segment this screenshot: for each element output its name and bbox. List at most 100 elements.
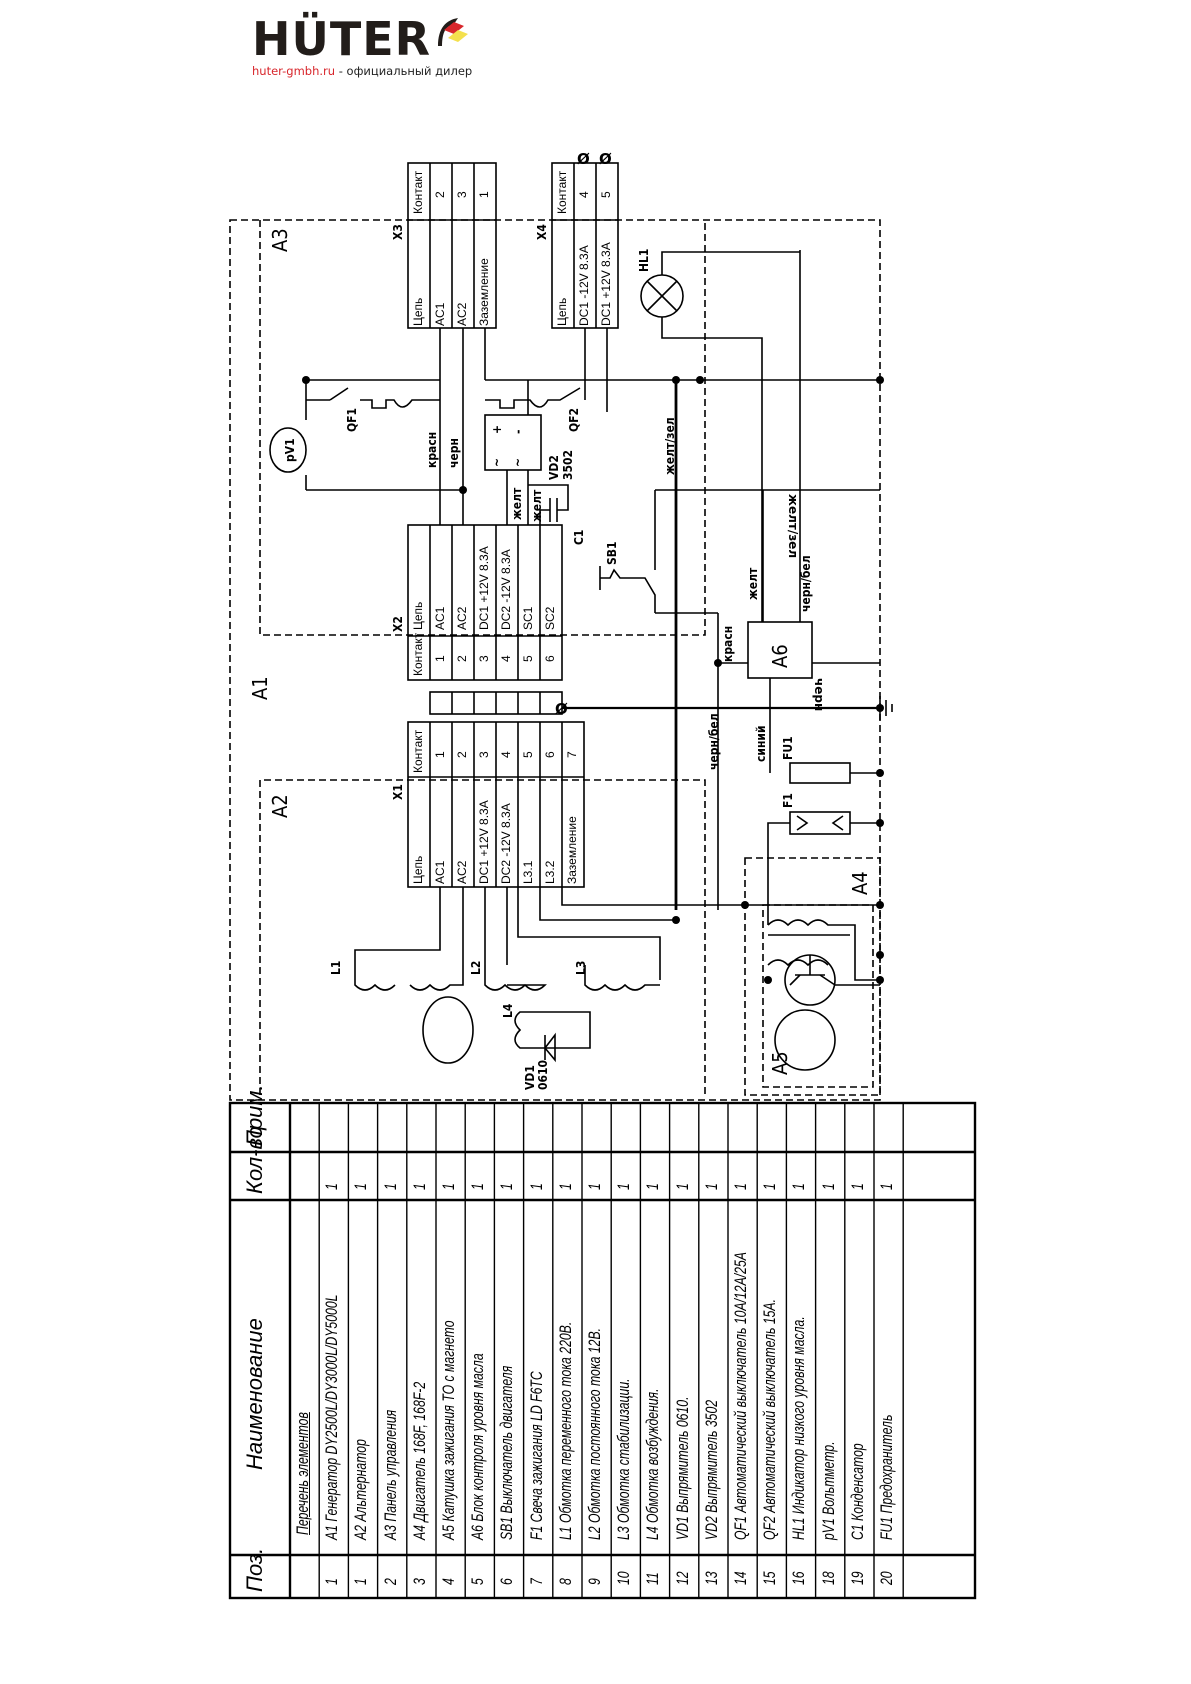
part-position: 20 bbox=[877, 1571, 896, 1585]
fuse-fu1-label: FU1 bbox=[781, 736, 795, 760]
capacitor-c1-label: C1 bbox=[572, 529, 586, 545]
x3-contact: 3 bbox=[455, 191, 469, 198]
diode-vd1-label: VD1 bbox=[523, 1065, 537, 1090]
part-quantity: 1 bbox=[847, 1183, 867, 1190]
huter-logo: HÜTER huter-gmbh.ru - официальный дилер bbox=[252, 12, 472, 78]
part-name: QF2 Автоматический выключатель 15A. bbox=[760, 1298, 780, 1540]
control-unit-a6 bbox=[747, 621, 813, 679]
x2-contact: 5 bbox=[521, 655, 535, 662]
part-position: 14 bbox=[731, 1571, 750, 1585]
x1-contact: 4 bbox=[499, 751, 513, 758]
voltmeter-pv1-symbol bbox=[269, 427, 307, 473]
rectifier-vd2 bbox=[484, 414, 542, 471]
part-quantity: 1 bbox=[672, 1183, 692, 1190]
connector-x3-grid bbox=[407, 162, 497, 329]
x1-head-circuit: Цепь bbox=[411, 855, 425, 884]
part-quantity: 1 bbox=[468, 1183, 488, 1190]
breaker-qf1-label: QF1 bbox=[345, 407, 359, 432]
part-position: 19 bbox=[847, 1571, 867, 1585]
lamp-hl1-label: HL1 bbox=[637, 248, 651, 272]
coil-l3 bbox=[584, 965, 660, 991]
part-position: 8 bbox=[555, 1578, 575, 1585]
diode-vd1-code: 0610 bbox=[536, 1059, 550, 1090]
connector-x1-label: X1 bbox=[391, 784, 405, 800]
x1-contact: 3 bbox=[477, 751, 491, 758]
part-name: L3 Обмотка стабилизации. bbox=[614, 1378, 634, 1540]
block-label-a3: A3 bbox=[268, 228, 292, 252]
x4-contact: 5 bbox=[599, 191, 613, 198]
brand-name: HÜTER bbox=[252, 12, 432, 66]
part-quantity: 1 bbox=[585, 1183, 604, 1190]
part-position: 10 bbox=[614, 1571, 634, 1585]
part-quantity: 1 bbox=[351, 1183, 371, 1190]
wire-label-text: черн bbox=[812, 678, 826, 712]
wire-label-yellow: желт bbox=[746, 567, 760, 600]
wire-label-text: желт/зел bbox=[786, 494, 800, 559]
x2-contact: 6 bbox=[543, 655, 557, 662]
rectifier-minus: - bbox=[511, 429, 525, 434]
rotor bbox=[422, 996, 474, 1064]
part-position: 16 bbox=[789, 1571, 809, 1585]
part-quantity: 1 bbox=[818, 1183, 838, 1190]
block-label-a4: A4 bbox=[848, 871, 872, 895]
connector-x3-label: X3 bbox=[391, 224, 405, 240]
x2-circuit: SC2 bbox=[543, 606, 557, 630]
x3-contact: 2 bbox=[433, 191, 447, 198]
x1-contact: 6 bbox=[543, 751, 557, 758]
part-name: A4 Двигатель 168F, 168F-2 bbox=[409, 1381, 429, 1540]
part-quantity: 1 bbox=[614, 1183, 634, 1190]
part-position: 7 bbox=[526, 1578, 546, 1585]
wire-label-yellow: желт bbox=[530, 489, 544, 522]
parts-list-grid bbox=[228, 1101, 977, 1600]
fuse-fu1 bbox=[789, 762, 851, 784]
wire-label-yellow: желт bbox=[510, 487, 524, 520]
x2-contact: 2 bbox=[455, 655, 469, 662]
part-position: 11 bbox=[643, 1572, 663, 1585]
part-name: VD1 Выпрямитель 0610. bbox=[672, 1396, 692, 1540]
part-quantity: 1 bbox=[409, 1183, 429, 1190]
x1-x2-bridge bbox=[429, 691, 563, 715]
x2-circuit: AC1 bbox=[433, 606, 447, 630]
part-name: A6 Блок контроля уровня масла bbox=[468, 1353, 488, 1540]
x1-circuit: L3.1 bbox=[521, 860, 535, 884]
connector-x4-label: X4 bbox=[535, 224, 549, 240]
part-name: F1 Свеча зажигания LD F6TC bbox=[526, 1371, 546, 1540]
spark-plug-f1-label: F1 bbox=[781, 793, 795, 808]
wire-label-yellow-green: желт/зел bbox=[786, 494, 800, 558]
brand-flag-icon bbox=[438, 18, 468, 46]
coil-l3-label: L3 bbox=[574, 960, 588, 975]
coil-l2 bbox=[484, 965, 547, 991]
part-name: pV1 Вольтметр. bbox=[818, 1441, 838, 1540]
wire-label-black: черн bbox=[447, 438, 461, 468]
connector-x2-label: X2 bbox=[391, 616, 405, 632]
part-quantity: 1 bbox=[497, 1183, 517, 1190]
x1-contact: 5 bbox=[521, 751, 535, 758]
parts-section-title: Перечень элементов bbox=[293, 1412, 312, 1535]
part-name: VD2 Выпрямитель 3502 bbox=[701, 1399, 721, 1540]
switch-sb1-label: SB1 bbox=[605, 541, 619, 565]
part-position: 3 bbox=[409, 1578, 429, 1585]
site-link[interactable]: huter-gmbh.ru bbox=[252, 64, 336, 78]
x1-ground-mark: Ø bbox=[555, 700, 568, 718]
rectifier-ac2: ~ bbox=[511, 457, 525, 467]
x2-head-circuit: Цепь bbox=[411, 601, 425, 630]
parts-header-note: Прим. bbox=[242, 1084, 267, 1146]
x3-contact: 1 bbox=[477, 191, 491, 198]
part-quantity: 1 bbox=[701, 1183, 721, 1190]
part-quantity: 1 bbox=[760, 1183, 780, 1190]
part-position: 2 bbox=[380, 1578, 400, 1585]
block-a2-frame bbox=[259, 779, 706, 1095]
part-quantity: 1 bbox=[877, 1183, 896, 1190]
part-name: A2 Альтернатор bbox=[351, 1439, 371, 1540]
part-quantity: 1 bbox=[380, 1183, 400, 1190]
part-name: A1 Генератор DY2500L/DY3000L/DY5000L bbox=[322, 1294, 342, 1540]
coil-l1 bbox=[354, 965, 464, 991]
x4-head-contact: Контакт bbox=[555, 170, 569, 214]
block-label-a2: A2 bbox=[268, 794, 292, 818]
part-quantity: 1 bbox=[526, 1183, 546, 1190]
part-quantity: 1 bbox=[555, 1183, 575, 1190]
x4-circuit: DC1 -12V 8.3A bbox=[577, 245, 591, 326]
part-name: A5 Катушка зажигания ТО с магнето bbox=[439, 1320, 458, 1540]
block-a3-frame bbox=[259, 220, 706, 636]
part-position: 4 bbox=[439, 1578, 458, 1585]
